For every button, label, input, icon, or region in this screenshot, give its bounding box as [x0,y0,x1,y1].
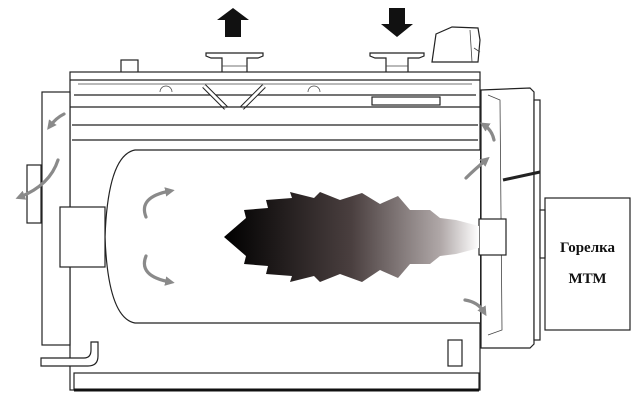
control-box [431,26,481,63]
base-frame [73,372,480,391]
inlet-arrow-down-icon [381,8,413,37]
burner-box[interactable] [544,197,631,331]
burner-label-line1: Горелка [559,240,616,256]
outlet-arrow-up-icon [217,8,249,37]
drain-pipe [40,341,99,367]
flue-stub [59,206,106,268]
burner-label: Горелка МТМ [545,198,630,330]
burner-label-line2: МТМ [568,271,607,287]
burner-tube [478,218,507,256]
front-door [480,87,541,349]
flame [224,192,479,282]
gas-flow-arrows [15,112,496,317]
smoke-tubes [70,106,480,141]
